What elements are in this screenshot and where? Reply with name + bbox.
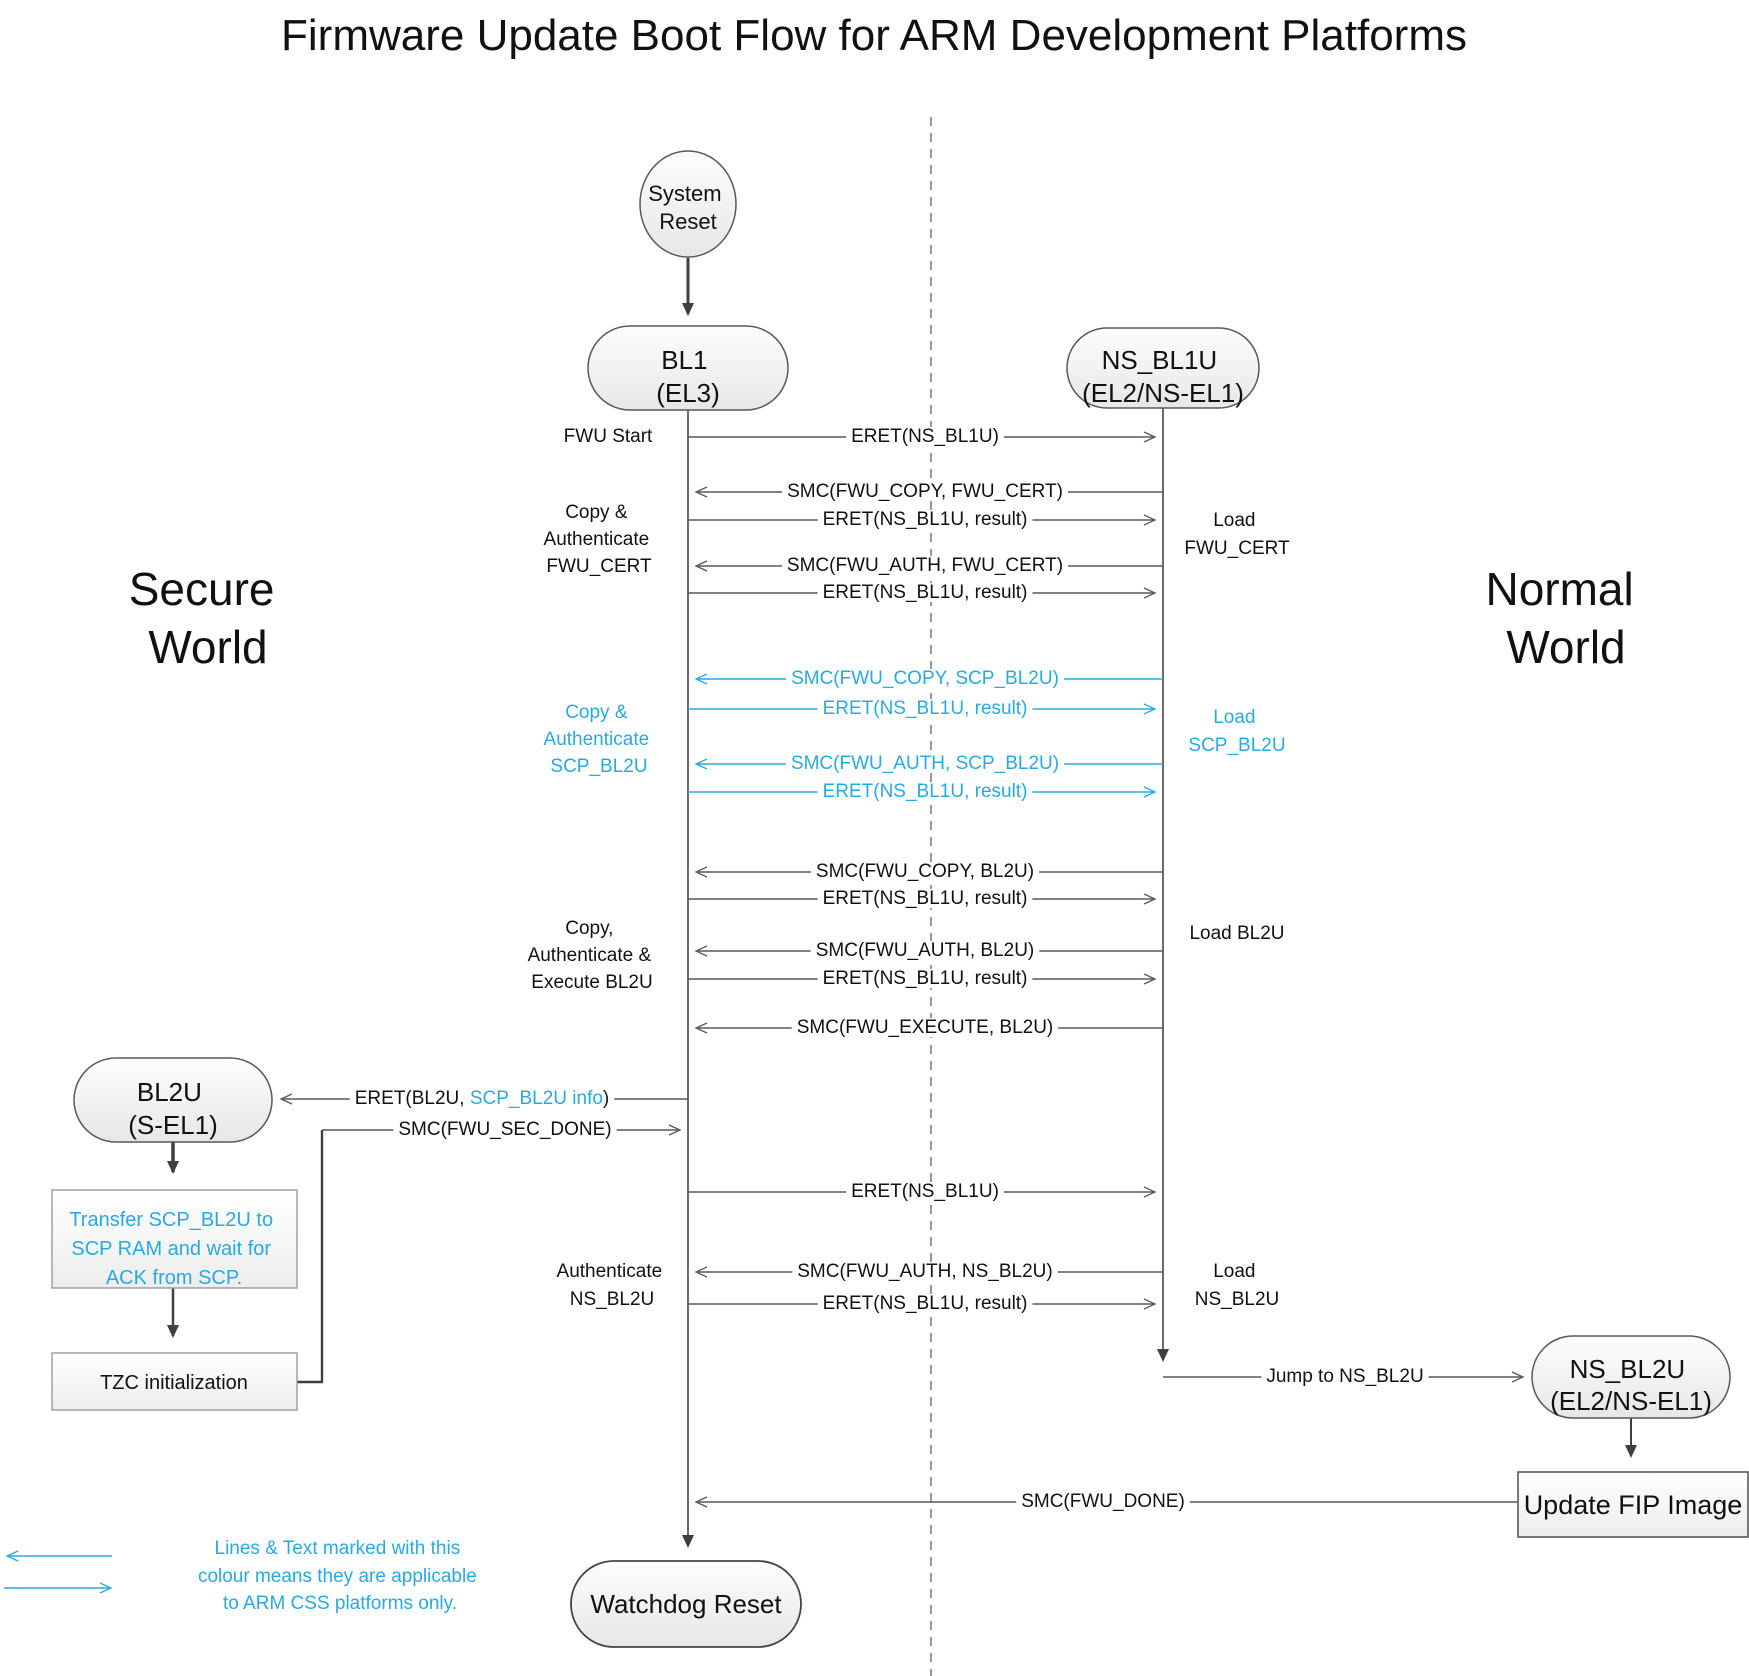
msg-jump-to-ns-bl2u: Jump to NS_BL2U (1266, 1366, 1423, 1387)
update-fip-box (1517, 1471, 1749, 1538)
msg-eret-result-7: ERET(NS_BL1U, result) (823, 1293, 1028, 1314)
label-backing (792, 1262, 1058, 1282)
tzc-init-box (51, 1352, 298, 1411)
system-reset-label: System Reset (648, 181, 727, 234)
msg-smc-copy-scp-bl2u: SMC(FWU_COPY, SCP_BL2U) (791, 668, 1059, 689)
side-label-load-bl2u: Load BL2U (1189, 923, 1284, 944)
label-backing (846, 427, 1004, 447)
label-backing (810, 862, 1040, 882)
msg-smc-copy-fwu-cert: SMC(FWU_COPY, FWU_CERT) (787, 481, 1063, 502)
label-backing (781, 556, 1069, 576)
msg-eret-result-2: ERET(NS_BL1U, result) (823, 582, 1028, 603)
label-backing (785, 754, 1065, 774)
watchdog-reset-node (570, 1560, 802, 1648)
msg-smc-fwu-done: SMC(FWU_DONE) (1021, 1491, 1185, 1512)
ns-bl2u-node (1531, 1335, 1731, 1419)
msg-smc-execute-bl2u: SMC(FWU_EXECUTE, BL2U) (797, 1017, 1054, 1038)
msg-eret-result-4: ERET(NS_BL1U, result) (823, 781, 1028, 802)
msg-eret-result-3: ERET(NS_BL1U, result) (823, 698, 1028, 719)
msg-eret-result-1: ERET(NS_BL1U, result) (823, 509, 1028, 530)
page-title: Firmware Update Boot Flow for ARM Develo… (281, 11, 1467, 60)
side-label-copy-auth-fwu-cert: Copy & Authenticate FWU_CERT (544, 502, 655, 577)
side-label-load-scp-bl2u: Load SCP_BL2U (1188, 707, 1285, 756)
side-label-copy-auth-exec-bl2u: Copy, Authenticate & Execute BL2U (528, 918, 657, 993)
label-backing (817, 699, 1033, 719)
label-backing (817, 1294, 1033, 1314)
secure-world-label: Secure World (129, 563, 288, 673)
msg-smc-auth-ns-bl2u: SMC(FWU_AUTH, NS_BL2U) (797, 1261, 1052, 1282)
label-backing (817, 583, 1033, 603)
label-backing (810, 941, 1040, 961)
label-backing (817, 889, 1033, 909)
label-backing (1261, 1367, 1429, 1387)
label-backing (846, 1182, 1004, 1202)
side-label-copy-auth-scp-bl2u: Copy & Authenticate SCP_BL2U (544, 702, 655, 777)
side-label-fwu-start: FWU Start (564, 426, 653, 447)
label-backing (817, 782, 1033, 802)
side-label-auth-ns-bl2u: Authenticate NS_BL2U (557, 1261, 668, 1310)
label-backing (817, 510, 1033, 530)
bl2u-node (73, 1057, 273, 1143)
msg-eret-result-6: ERET(NS_BL1U, result) (823, 968, 1028, 989)
message-labels: ERET(NS_BL1U) SMC(FWU_COPY, FWU_CERT) ER… (349, 426, 1429, 1512)
tzc-init-label: TZC initialization (100, 1372, 248, 1394)
ns-bl1u-node (1066, 327, 1260, 409)
normal-world-label: Normal World (1485, 563, 1646, 673)
msg-smc-copy-bl2u: SMC(FWU_COPY, BL2U) (816, 861, 1034, 882)
legend-note: Lines & Text marked with this colour mea… (198, 1538, 482, 1614)
update-fip-label: Update FIP Image (1524, 1490, 1743, 1520)
label-backing (349, 1089, 615, 1109)
system-reset-node (639, 150, 737, 258)
bl2u-label: BL2U (S-EL1) (128, 1077, 218, 1140)
msg-eret-ns-bl1u-2: ERET(NS_BL1U) (851, 1181, 999, 1202)
transfer-scp-box (51, 1189, 298, 1289)
msg-smc-auth-scp-bl2u: SMC(FWU_AUTH, SCP_BL2U) (791, 753, 1059, 774)
bl1-label: BL1 (EL3) (656, 345, 720, 408)
transfer-scp-label: Transfer SCP_BL2U to SCP RAM and wait fo… (69, 1209, 278, 1289)
side-label-load-ns-bl2u: Load NS_BL2U (1195, 1261, 1280, 1310)
msg-eret-bl2u-scp-info: ERET(BL2U, SCP_BL2U info) (355, 1088, 610, 1109)
msg-smc-auth-bl2u: SMC(FWU_AUTH, BL2U) (816, 940, 1035, 961)
label-backing (393, 1120, 617, 1140)
ns-bl2u-label: NS_BL2U (EL2/NS-EL1) (1550, 1354, 1712, 1416)
tzc-to-sec-done-connector (297, 1130, 324, 1384)
ns-bl1u-label: NS_BL1U (EL2/NS-EL1) (1082, 345, 1244, 408)
label-backing (1016, 1492, 1190, 1512)
msg-smc-auth-fwu-cert: SMC(FWU_AUTH, FWU_CERT) (787, 555, 1063, 576)
label-backing (786, 669, 1064, 689)
msg-eret-ns-bl1u-1: ERET(NS_BL1U) (851, 426, 999, 447)
label-backing (782, 482, 1068, 502)
msg-eret-result-5: ERET(NS_BL1U, result) (823, 888, 1028, 909)
label-backing (817, 969, 1033, 989)
side-label-load-fwu-cert: Load FWU_CERT (1184, 510, 1290, 559)
bl1-node (587, 325, 789, 411)
msg-smc-fwu-sec-done: SMC(FWU_SEC_DONE) (398, 1119, 611, 1140)
label-backing (791, 1018, 1059, 1038)
watchdog-reset-label: Watchdog Reset (590, 1589, 782, 1619)
